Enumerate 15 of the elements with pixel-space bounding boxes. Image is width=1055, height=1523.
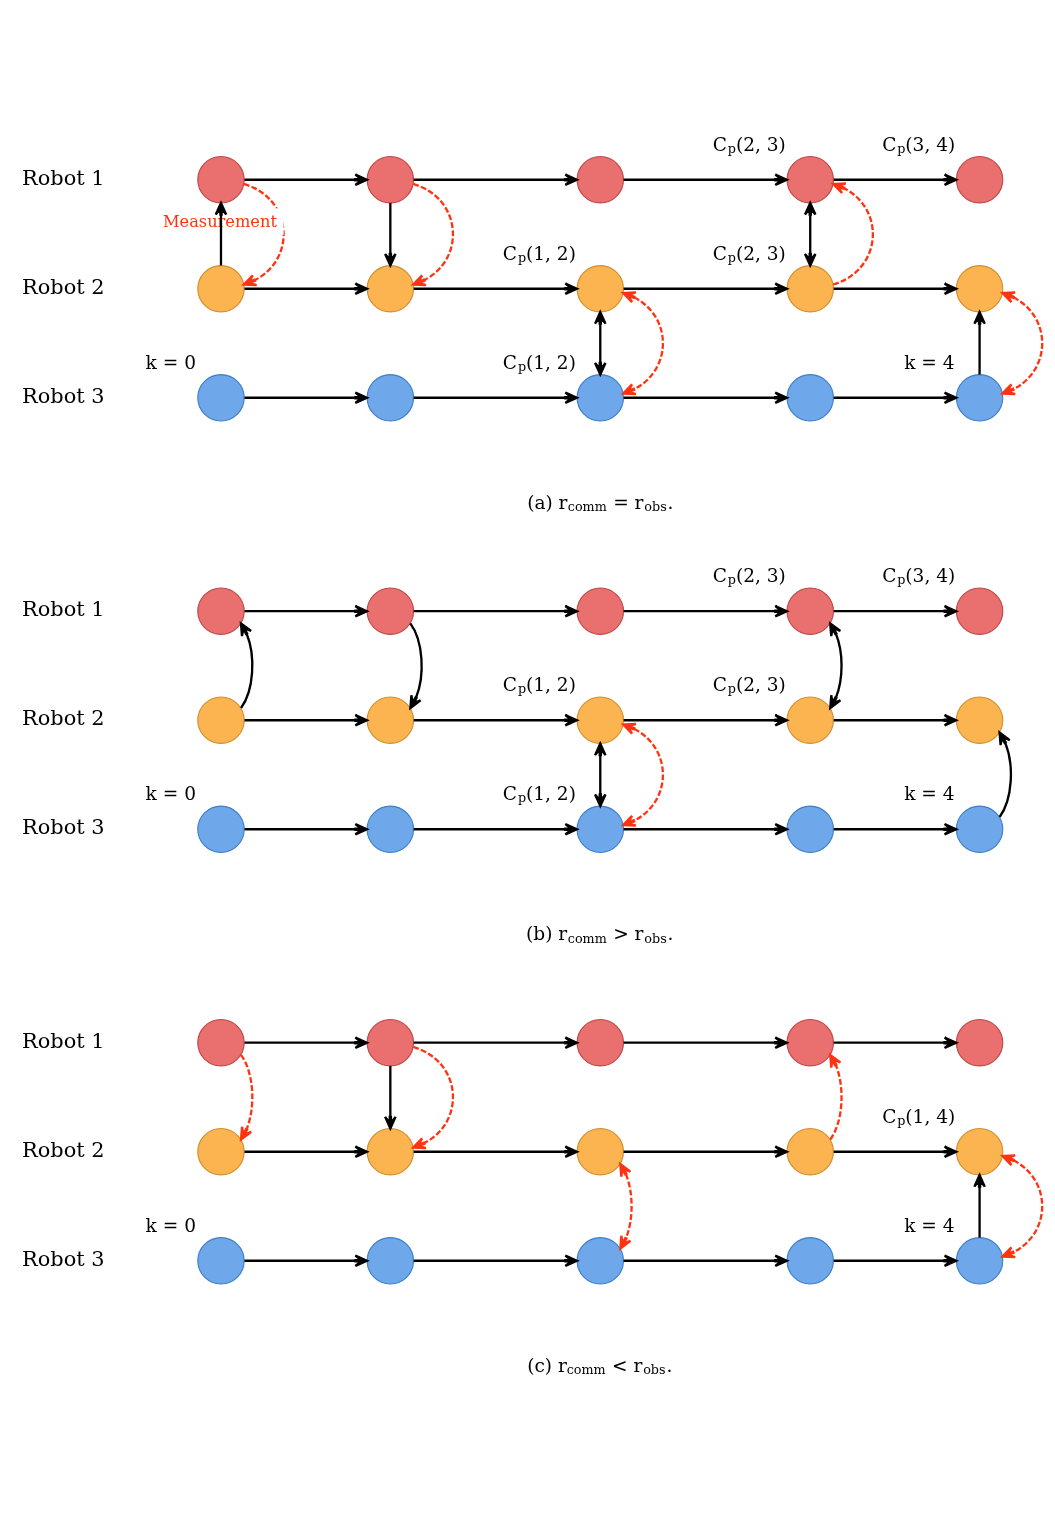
label: Robot 2	[22, 1137, 105, 1162]
node-label: k = 0	[145, 351, 196, 373]
node-label: k = 0	[145, 1214, 196, 1236]
node-label: k = 4	[904, 351, 955, 373]
label: Robot 2	[22, 705, 105, 730]
node-label: k = 0	[145, 782, 196, 804]
label: Robot 1	[22, 596, 105, 621]
label: Robot 3	[22, 1246, 105, 1271]
node-label: k = 4	[904, 782, 955, 804]
label: Robot 3	[22, 814, 105, 839]
node-label: k = 4	[904, 1214, 955, 1236]
label: Robot 3	[22, 383, 105, 408]
label: Robot 2	[22, 274, 105, 299]
label: Robot 1	[22, 1028, 105, 1053]
label: Robot 1	[22, 165, 105, 190]
